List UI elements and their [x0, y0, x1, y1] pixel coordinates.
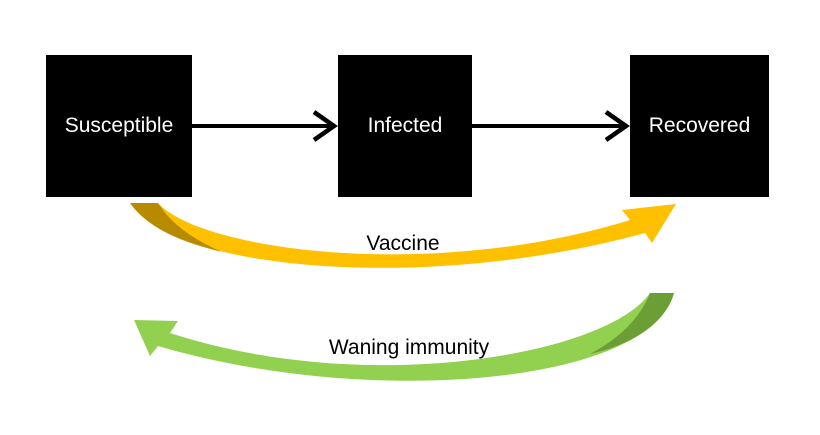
arrow-susceptible-to-infected — [192, 110, 338, 142]
arrow-infected-to-recovered — [472, 110, 630, 142]
vaccine-label: Vaccine — [366, 232, 440, 255]
compartment-infected: Infected — [338, 55, 472, 197]
arrow-waning-immunity — [134, 293, 674, 381]
waning-immunity-label: Waning immunity — [328, 336, 490, 359]
compartment-label-recovered: Recovered — [648, 114, 751, 137]
compartment-label-susceptible: Susceptible — [64, 114, 174, 137]
arrow-vaccine — [130, 203, 676, 268]
compartment-recovered: Recovered — [630, 55, 769, 197]
compartment-susceptible: Susceptible — [46, 55, 192, 197]
compartment-label-infected: Infected — [367, 114, 443, 137]
